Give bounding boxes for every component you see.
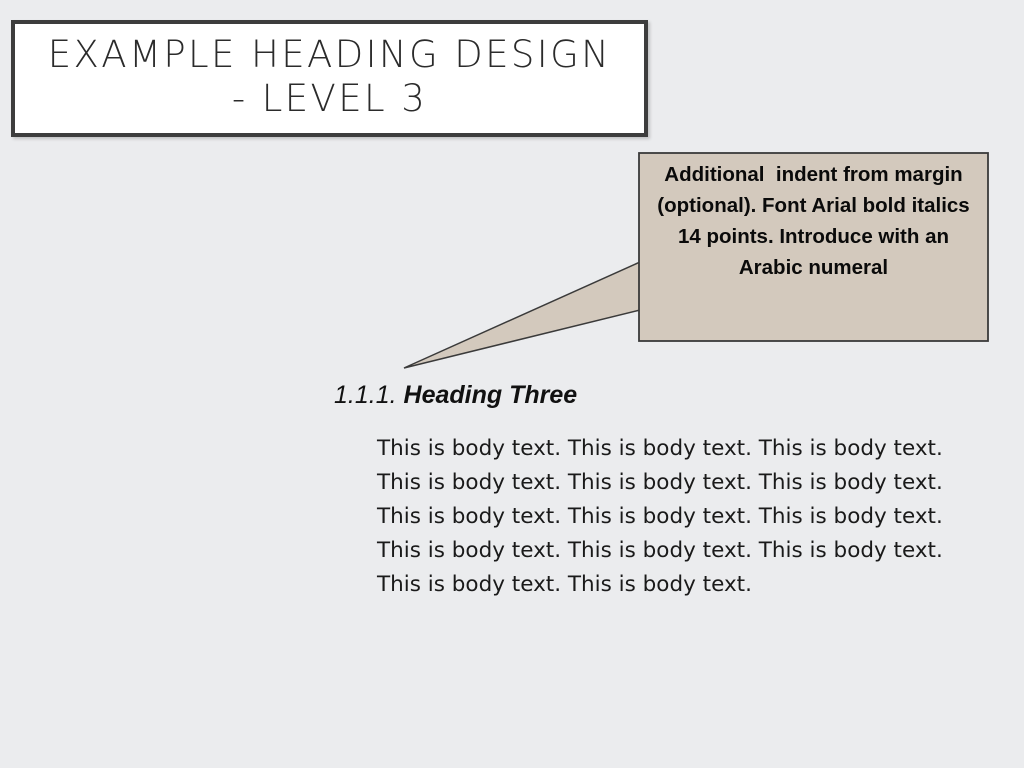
page-title: EXAMPLE HEADING DESIGN - LEVEL 3 — [47, 32, 612, 120]
callout-annotation: Additional indent from margin (optional)… — [390, 148, 1000, 378]
body-text-line: This is body text. This is body text. — [377, 572, 752, 597]
heading-label: Heading Three — [403, 381, 578, 409]
callout-tail-icon — [403, 260, 641, 369]
callout-text: Additional indent from margin (optional)… — [657, 163, 976, 279]
callout-shape-icon — [403, 152, 989, 369]
body-text-line: This is body text. This is body text. Th… — [377, 436, 943, 461]
callout-box — [638, 152, 989, 342]
heading-three-line: 1.1.1. Heading Three — [334, 380, 577, 410]
body-text-line: This is body text. This is body text. Th… — [377, 538, 943, 563]
callout-body: Additional indent from margin (optional)… — [639, 153, 988, 341]
body-text-line: This is body text. This is body text. Th… — [377, 504, 943, 529]
title-box: EXAMPLE HEADING DESIGN - LEVEL 3 — [11, 20, 648, 137]
body-text-block: This is body text. This is body text. Th… — [377, 432, 997, 602]
heading-number: 1.1.1. — [334, 381, 397, 409]
body-text-line: This is body text. This is body text. Th… — [377, 470, 943, 495]
callout-seam — [640, 263, 644, 309]
